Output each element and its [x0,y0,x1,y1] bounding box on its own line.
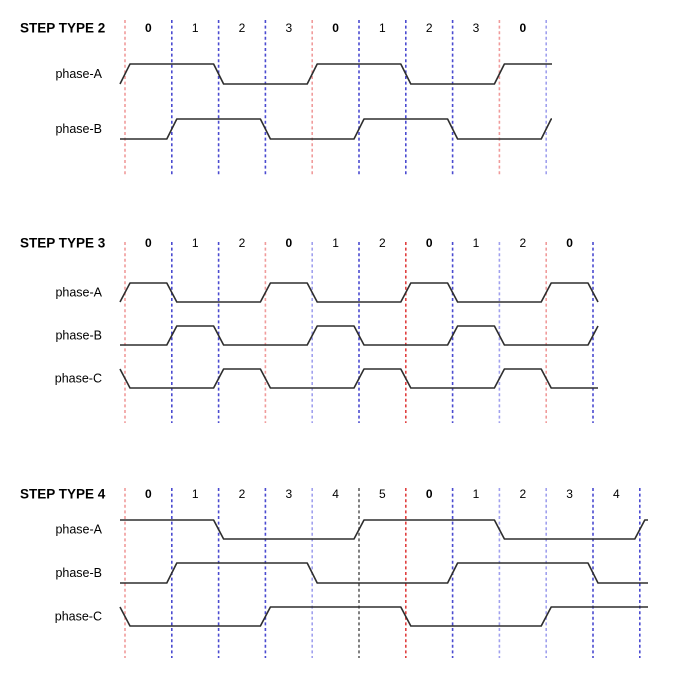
step-number-label: 1 [192,236,199,250]
step-number-label: 2 [379,236,386,250]
step-number-label: 1 [332,236,339,250]
phase-B-waveform [120,325,599,346]
phase-label: phase-C [55,610,102,624]
step-number-label: 3 [566,487,573,501]
step-number-label: 0 [519,21,526,35]
phase-label: phase-A [55,67,102,81]
phase-label: phase-A [55,523,102,537]
step-number-label: 2 [519,236,526,250]
diagram-title: STEP TYPE 3 [20,236,106,251]
step-number-label: 4 [613,487,620,501]
step-number-label: 1 [192,487,199,501]
step-number-label: 3 [473,21,480,35]
step-number-label: 5 [379,487,386,501]
step-number-label: 1 [379,21,386,35]
phase-B-waveform [120,118,552,140]
phase-A-waveform [120,519,648,540]
step-number-label: 2 [239,236,246,250]
step-number-label: 0 [285,236,292,250]
step-number-label: 3 [285,21,292,35]
diagram-title: STEP TYPE 2 [20,21,105,36]
step-number-label: 1 [473,236,480,250]
phase-B-waveform [120,562,648,584]
phase-C-waveform [119,368,598,389]
step-number-label: 1 [473,487,480,501]
step-number-label: 0 [145,487,152,501]
phase-label: phase-B [55,122,102,136]
timing-diagram-step-type-4: STEP TYPE 4 0 1 2 3 4 5 0 1 2 3 4 phase-A phase-B phas… [20,487,648,658]
timing-diagram-step-type-2: STEP TYPE 2 0 1 2 3 0 1 2 3 0 phase-A phase-B [20,20,552,175]
phase-C-waveform [119,606,648,627]
step-number-label: 2 [239,487,246,501]
timing-diagram-step-type-3: STEP TYPE 3 0 1 2 0 1 2 0 1 2 0 phase-A phase-B phase… [20,236,599,423]
step-number-label: 0 [145,21,152,35]
step-number-label: 4 [332,487,339,501]
diagram-title: STEP TYPE 4 [20,487,106,502]
step-number-label: 1 [192,21,199,35]
step-number-label: 0 [566,236,573,250]
step-number-label: 2 [426,21,433,35]
phase-label: phase-C [55,372,102,386]
step-number-label: 2 [239,21,246,35]
step-number-label: 0 [426,487,433,501]
phase-label: phase-B [55,329,102,343]
step-number-label: 2 [519,487,526,501]
step-number-label: 0 [332,21,339,35]
phase-A-waveform [119,282,599,303]
step-number-label: 0 [145,236,152,250]
step-number-label: 0 [426,236,433,250]
phase-A-waveform [119,63,552,85]
phase-label: phase-A [55,286,102,300]
step-number-label: 3 [285,487,292,501]
phase-label: phase-B [55,566,102,580]
